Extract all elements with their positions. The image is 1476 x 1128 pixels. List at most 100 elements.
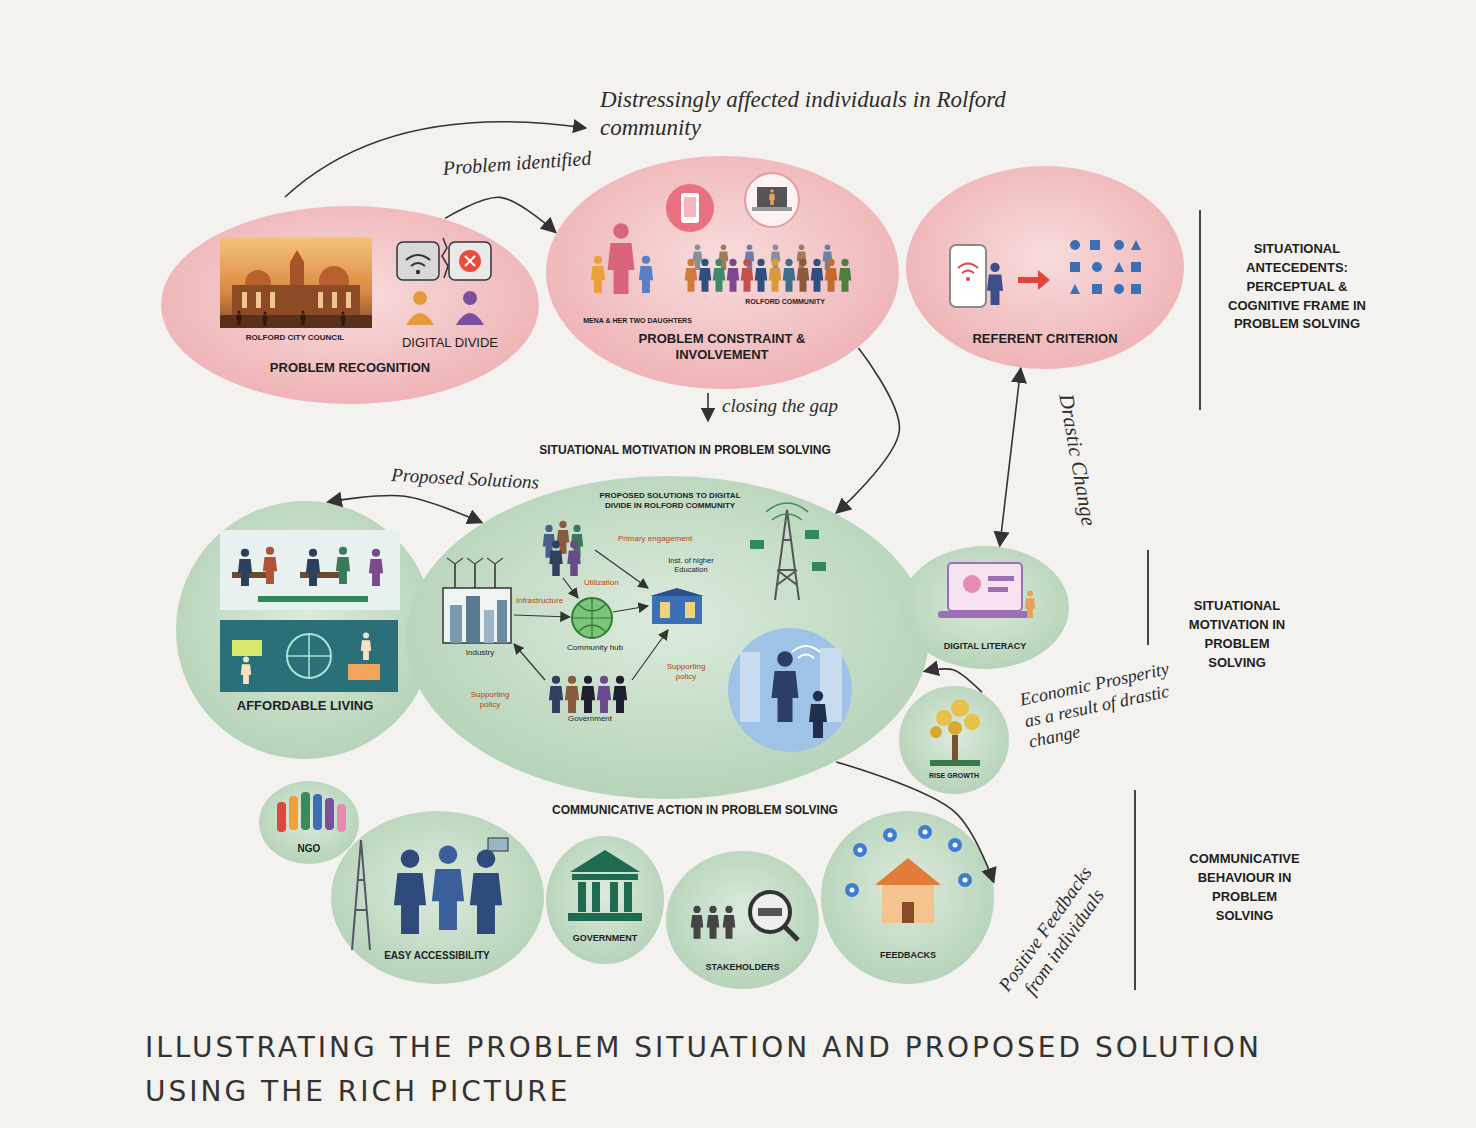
affordable-living-pictures [287, 634, 331, 678]
node-label: ROLFORD CITY COUNCIL [220, 333, 370, 343]
solution-illustrations [750, 540, 764, 549]
section-heading: COMMUNICATIVE ACTION IN PROBLEM SOLVING [495, 803, 895, 817]
referent-icons [950, 245, 986, 307]
feedback-house [948, 838, 962, 852]
city-council-picture [300, 311, 305, 325]
affordable-living-pictures [306, 549, 320, 586]
referent-icons [1114, 240, 1124, 250]
node-label: PROBLEM RECOGNITION [250, 360, 450, 376]
digital-divide-icon [416, 270, 420, 274]
digital-divide-icon [459, 250, 481, 272]
section-label: SITUATIONAL MOTIVATION IN PROBLEM SOLVIN… [1182, 597, 1292, 672]
raised-hands [289, 796, 298, 830]
solution-illustrations [772, 651, 799, 722]
solution-illustrations [805, 530, 819, 539]
ellipse-outline [405, 475, 930, 800]
solution-illustrations [792, 646, 820, 658]
affordable-living-pictures [258, 596, 368, 602]
solution-illustrations [450, 605, 462, 643]
node-label: Inst. of higher Education [655, 556, 727, 574]
node-label: EASY ACCESSIBILITY [367, 950, 507, 962]
node-label: ROLFORD COMMUNITY [720, 298, 850, 306]
city-council-picture [242, 292, 247, 308]
node-label: GOVERNMENT [560, 933, 650, 944]
feedback-house [882, 885, 934, 923]
city-council-picture [220, 315, 372, 328]
node-label: NGO [279, 843, 339, 855]
phone-icon [666, 184, 714, 232]
digital-divide-icon [465, 256, 475, 266]
feedback-house [953, 843, 958, 848]
city-council-picture [236, 311, 241, 325]
affordable-living-pictures [241, 656, 252, 684]
city-council-picture [290, 250, 304, 262]
government-building [610, 882, 618, 912]
solution-illustrations [484, 610, 494, 643]
digital-divide-icon [397, 242, 439, 280]
feedback-house [923, 830, 928, 835]
node-label: Infrastructure [516, 596, 578, 606]
node-label: Community hub [555, 643, 635, 653]
money-tree [948, 721, 962, 735]
solution-illustrations [652, 596, 702, 624]
raised-hands [337, 804, 346, 832]
feedback-house [850, 888, 855, 893]
feedback-house [888, 833, 893, 838]
city-council-picture [232, 285, 360, 315]
node-label: Supporting policy [462, 690, 518, 709]
feedback-house [883, 828, 897, 842]
city-council-picture [220, 237, 372, 328]
solution-illustrations [812, 562, 826, 571]
digital-literacy-circle: DIGITAL LITERACY [900, 545, 1070, 670]
government-building [572, 874, 638, 880]
node-label: PROPOSED SOLUTIONS TO DIGITAL DIVIDE IN … [595, 491, 745, 510]
ellipse-fill [546, 156, 899, 389]
phone-icon [681, 193, 699, 223]
digital-literacy-laptop [988, 576, 1014, 581]
laptop-icon [769, 189, 775, 205]
feedbacks-circle: FEEDBACKS [820, 810, 995, 985]
city-council-picture [346, 292, 351, 308]
city-council-picture [318, 292, 323, 308]
affordable-living-pictures [369, 549, 383, 586]
handwritten-note: Distressingly affected individuals in Ro… [600, 86, 1020, 141]
solution-illustrations [572, 598, 612, 638]
phone-icon [684, 197, 696, 217]
ellipse-fill [546, 836, 664, 964]
problem-constraint-ellipse: MENA & HER TWO DAUGHTERSROLFORD COMMUNIT… [545, 155, 900, 390]
ellipse-fill [176, 501, 434, 759]
referent-icons [1092, 284, 1102, 294]
solution-illustrations [685, 602, 695, 618]
referent-icons [958, 264, 978, 274]
digital-literacy-laptop [963, 575, 981, 593]
node-label: PROBLEM CONSTRAINT & INVOLVEMENT [607, 331, 837, 362]
affordable-living-pictures [232, 640, 262, 656]
city-council-picture [256, 292, 261, 308]
rise-growth-circle: RISE GROWTH [898, 685, 1010, 795]
easy-accessibility-circle: EASY ACCESSIBILITY [330, 810, 545, 985]
edge-label: Positive Feedbacks from individuals [990, 857, 1119, 1014]
edge-label: Proposed Solutions [391, 464, 562, 496]
digital-divide-icon [413, 291, 427, 305]
affordable-living-pictures [336, 547, 350, 584]
referent-icons [1090, 240, 1100, 250]
referent-icons [1070, 240, 1080, 250]
ellipse-fill [666, 851, 819, 989]
laptop-icon [745, 173, 799, 227]
section-divider [1199, 210, 1201, 410]
money-tree [964, 714, 980, 730]
referent-icons [1070, 262, 1080, 272]
solution-illustrations [740, 652, 760, 722]
ellipse-fill [906, 166, 1184, 369]
raised-hands [325, 798, 334, 830]
laptop-icon [757, 187, 787, 207]
feedback-house [963, 878, 968, 883]
stakeholders-picture [758, 908, 782, 916]
raised-hands [301, 792, 310, 830]
money-tree [930, 760, 980, 766]
ellipse-fill [899, 686, 1009, 794]
referent-icons [1092, 262, 1102, 272]
section-divider [1134, 790, 1136, 990]
feedback-house [958, 873, 972, 887]
ellipse-outline [175, 500, 435, 760]
